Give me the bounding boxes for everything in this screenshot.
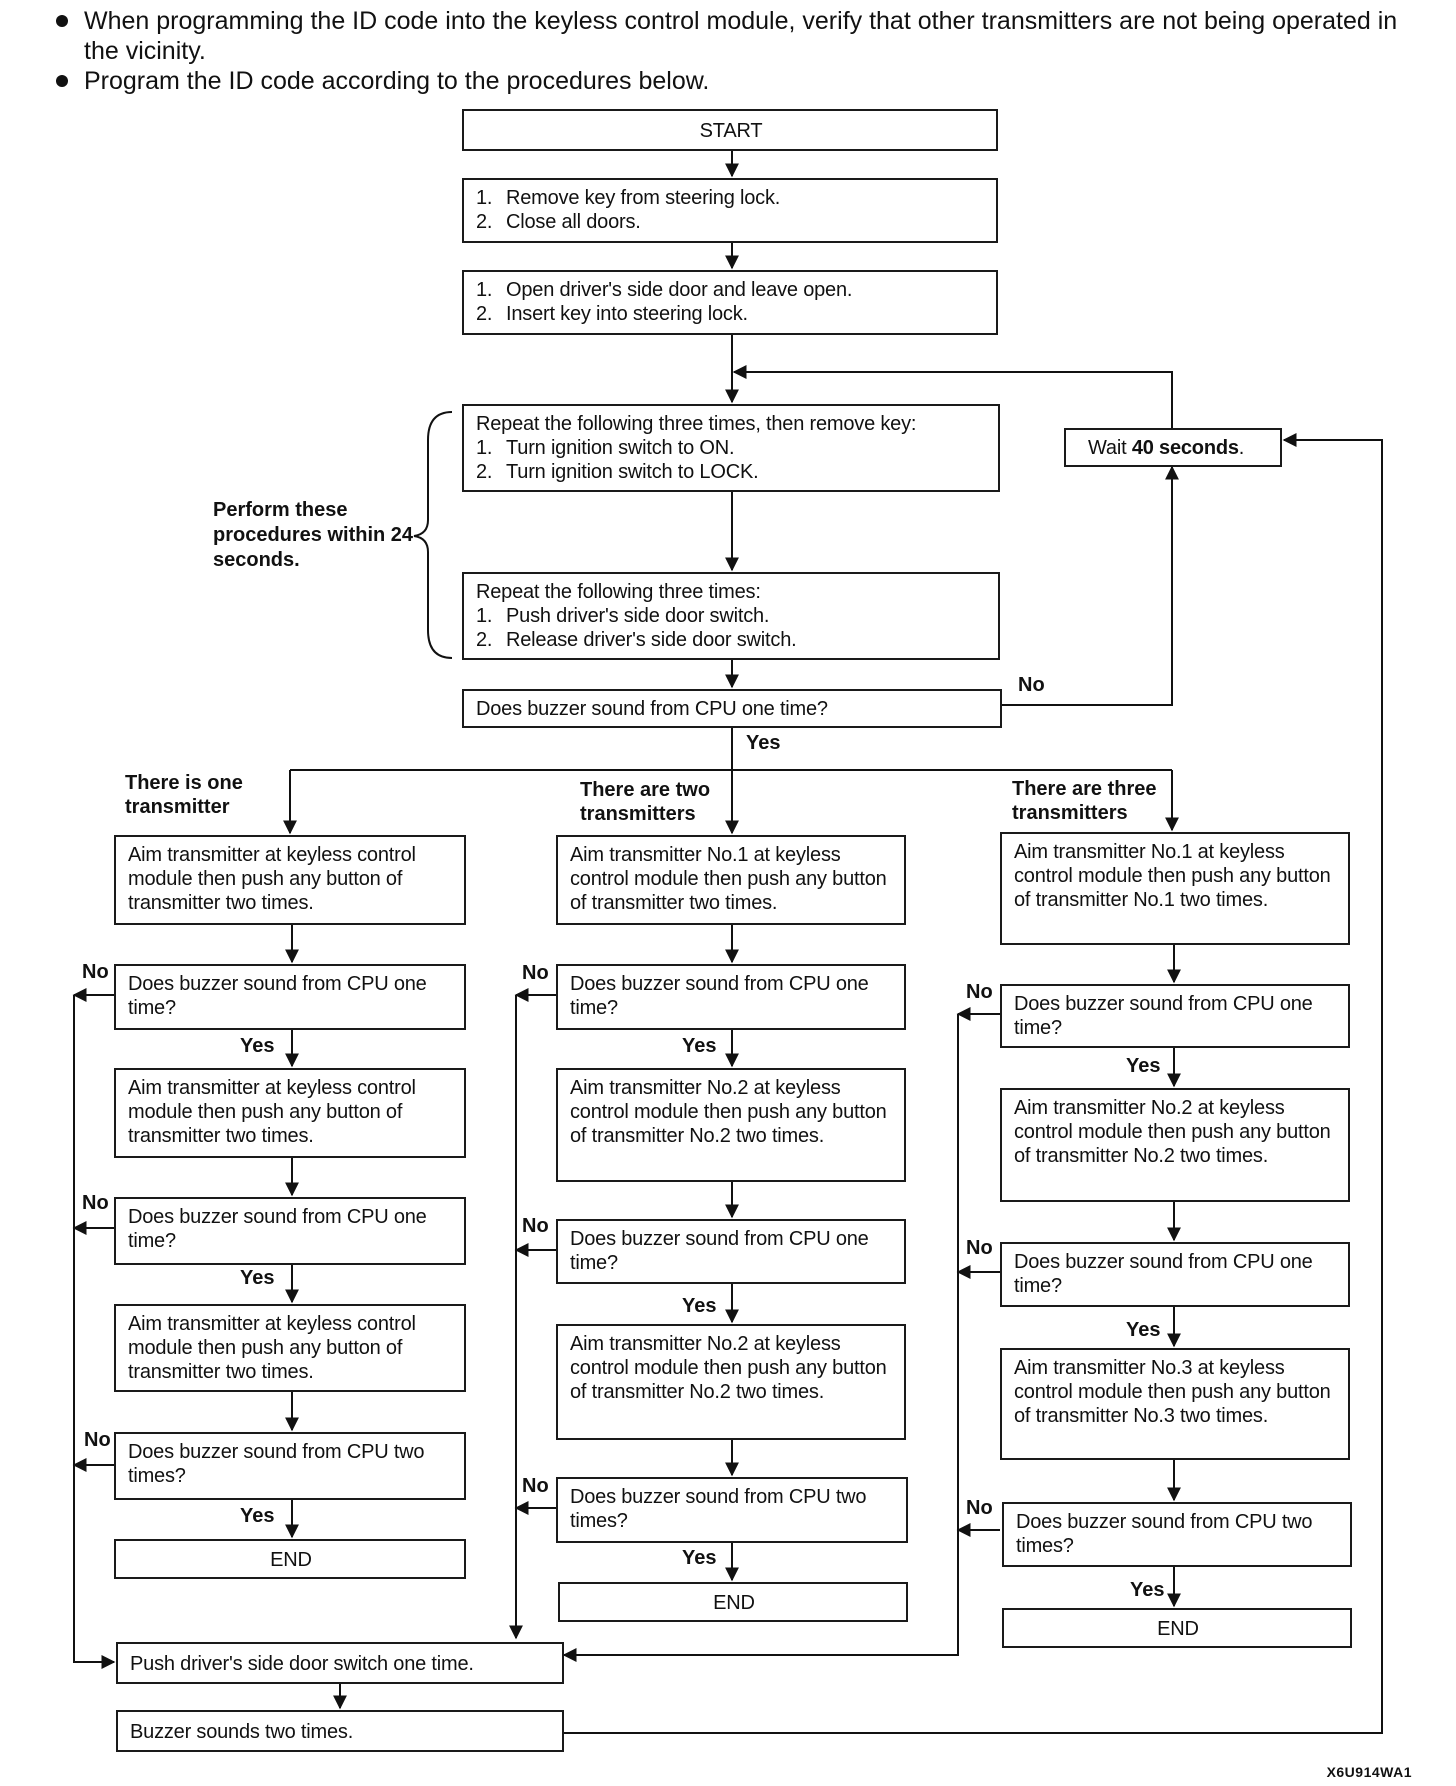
buzzer-two-times-box: Buzzer sounds two times.: [116, 1710, 564, 1752]
no-label: No: [966, 1497, 993, 1519]
column3-check-box: Does buzzer sound from CPU two times?: [1002, 1502, 1352, 1567]
note-item: Program the ID code according to the pro…: [50, 66, 1410, 96]
no-label: No: [966, 1237, 993, 1259]
column2-aim-box: Aim transmitter No.1 at keyless control …: [556, 835, 906, 925]
column1-aim-box: Aim transmitter at keyless control modul…: [114, 1068, 466, 1158]
yes-label: Yes: [1126, 1319, 1161, 1341]
main-buzzer-check-box: Does buzzer sound from CPU one time?: [462, 689, 1002, 728]
no-label: No: [84, 1429, 111, 1451]
figure-code: X6U914WA1: [1326, 1764, 1412, 1780]
no-label: No: [1018, 674, 1045, 696]
step-remove-key-box: 1.Remove key from steering lock. 2.Close…: [462, 178, 998, 243]
yes-label: Yes: [682, 1035, 717, 1057]
column2-end-box: END: [558, 1582, 908, 1622]
column1-end-box: END: [114, 1539, 466, 1579]
column-header: There is one transmitter: [125, 772, 243, 818]
yes-label: Yes: [1126, 1055, 1161, 1077]
yes-label: Yes: [240, 1505, 275, 1527]
step-item: 1.Open driver's side door and leave open…: [476, 279, 853, 301]
column2-check-box: Does buzzer sound from CPU two times?: [556, 1477, 908, 1543]
no-label: No: [522, 1215, 549, 1237]
notes-list: When programming the ID code into the ke…: [50, 6, 1410, 96]
column2-check-box: Does buzzer sound from CPU one time?: [556, 964, 906, 1030]
step-ignition-box: Repeat the following three times, then r…: [462, 404, 1000, 492]
column-header: There are two transmitters: [580, 779, 711, 825]
wait-box: Wait 40 seconds.: [1064, 428, 1282, 467]
yes-label: Yes: [1130, 1579, 1165, 1601]
push-switch-box: Push driver's side door switch one time.: [116, 1642, 564, 1684]
no-label: No: [522, 962, 549, 984]
column2-aim-box: Aim transmitter No.2 at keyless control …: [556, 1068, 906, 1182]
yes-label: Yes: [240, 1035, 275, 1057]
column1-aim-box: Aim transmitter at keyless control modul…: [114, 1304, 466, 1392]
column3-aim-box: Aim transmitter No.1 at keyless control …: [1000, 832, 1350, 945]
no-label: No: [82, 1192, 109, 1214]
column3-end-box: END: [1002, 1608, 1352, 1648]
yes-label: Yes: [746, 732, 781, 754]
column1-check-box: Does buzzer sound from CPU one time?: [114, 964, 466, 1030]
column1-check-box: Does buzzer sound from CPU two times?: [114, 1432, 466, 1500]
no-label: No: [82, 961, 109, 983]
bullet-icon: [56, 15, 68, 27]
column1-aim-box: Aim transmitter at keyless control modul…: [114, 835, 466, 925]
column3-check-box: Does buzzer sound from CPU one time?: [1000, 1242, 1350, 1307]
yes-label: Yes: [240, 1267, 275, 1289]
step-item: 2.Insert key into steering lock.: [476, 303, 748, 325]
step-door-switch-box: Repeat the following three times: 1.Push…: [462, 572, 1000, 660]
column2-check-box: Does buzzer sound from CPU one time?: [556, 1219, 906, 1284]
yes-label: Yes: [682, 1547, 717, 1569]
step-item: 1.Push driver's side door switch.: [476, 605, 770, 627]
step-item: 1.Turn ignition switch to ON.: [476, 437, 735, 459]
step-open-door-box: 1.Open driver's side door and leave open…: [462, 270, 998, 335]
start-box: START: [462, 109, 998, 151]
step-item: 2.Release driver's side door switch.: [476, 629, 797, 651]
bullet-icon: [56, 75, 68, 87]
no-label: No: [966, 981, 993, 1003]
column3-check-box: Does buzzer sound from CPU one time?: [1000, 984, 1350, 1048]
note-item: When programming the ID code into the ke…: [50, 6, 1410, 66]
step-item: 2.Close all doors.: [476, 211, 641, 233]
column-header: There are three transmitters: [1012, 778, 1157, 824]
column2-aim-box: Aim transmitter No.2 at keyless control …: [556, 1324, 906, 1440]
column1-check-box: Does buzzer sound from CPU one time?: [114, 1197, 466, 1265]
step-item: 2.Turn ignition switch to LOCK.: [476, 461, 759, 483]
column3-aim-box: Aim transmitter No.3 at keyless control …: [1000, 1348, 1350, 1460]
step-item: 1.Remove key from steering lock.: [476, 187, 781, 209]
no-label: No: [522, 1475, 549, 1497]
yes-label: Yes: [682, 1295, 717, 1317]
column3-aim-box: Aim transmitter No.2 at keyless control …: [1000, 1088, 1350, 1202]
brace-note: Perform these procedures within 24 secon…: [213, 499, 414, 571]
